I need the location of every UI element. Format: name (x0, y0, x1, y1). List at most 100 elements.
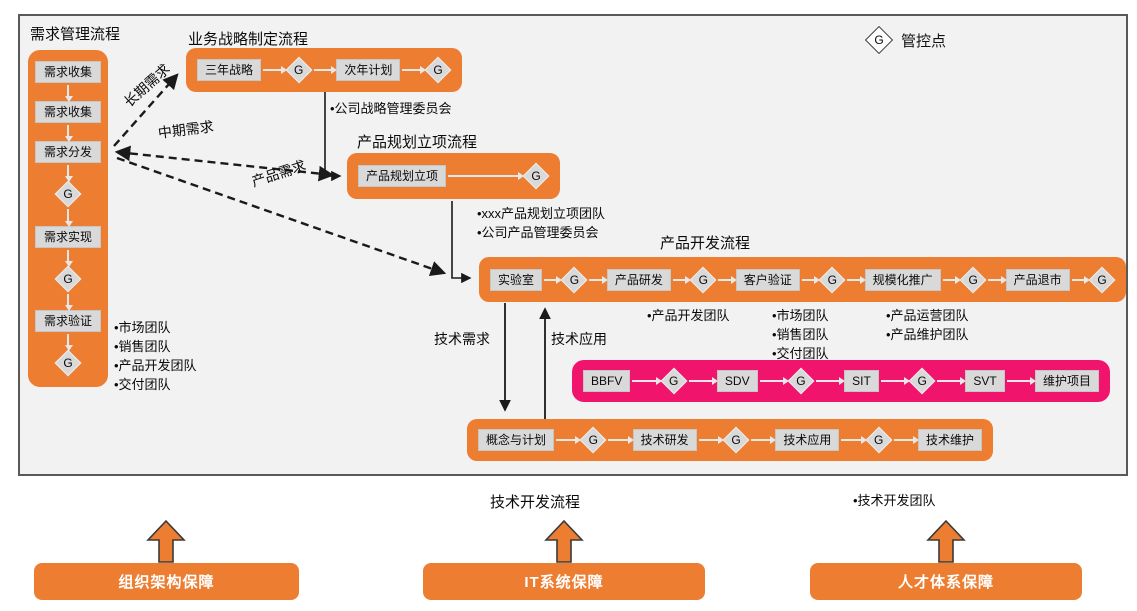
flow-arrow-icon (632, 377, 662, 385)
note-item: •产品维护团队 (886, 327, 969, 342)
market-notes: •市场团队 •销售团队 •交付团队 (772, 306, 829, 363)
gate-icon: G (689, 266, 717, 293)
process-step: 产品研发 (606, 268, 671, 291)
operations-notes: •产品运营团队 •产品维护团队 (886, 306, 969, 344)
process-step: 三年战略 (197, 59, 262, 81)
gate-legend-icon: G (864, 25, 894, 55)
flow-arrow-icon (672, 275, 692, 284)
gate-icon: G (908, 367, 936, 395)
gate-icon: G (561, 266, 588, 293)
process-step: 维护项目 (1035, 370, 1100, 392)
gate-icon: G (285, 56, 313, 84)
flow-arrow-icon (65, 125, 73, 143)
flow-arrow-icon (1006, 377, 1037, 385)
flow-arrow-icon (544, 275, 564, 284)
strategy-notes: •公司战略管理委员会 (330, 99, 452, 118)
legend-label: 管控点 (901, 32, 947, 50)
flow-arrow-icon (65, 333, 73, 352)
diagram-frame (18, 14, 1128, 476)
process-step: 需求实现 (35, 225, 101, 248)
note-item: •技术开发团队 (853, 493, 936, 508)
flow-arrow-icon (556, 436, 582, 444)
process-step: 需求分发 (35, 141, 101, 164)
up-arrow-icon (146, 520, 186, 563)
gate-icon: G (424, 56, 452, 84)
note-item: •市场团队 (772, 308, 829, 323)
note-item: •销售团队 (114, 339, 171, 354)
flow-arrow-icon (1071, 275, 1091, 284)
process-step: 产品退市 (1005, 268, 1070, 291)
flow-arrow-icon (65, 209, 73, 227)
product-dev-notes: •产品开发团队 (647, 306, 730, 325)
note-item: •xxx产品规划立项团队 (477, 206, 606, 221)
product-dev-process-title: 产品开发流程 (660, 235, 751, 252)
process-step: 技术研发 (632, 429, 697, 451)
flow-arrow-icon (65, 293, 73, 312)
flow-arrow-icon (759, 377, 790, 385)
note-item: •产品开发团队 (114, 358, 197, 373)
flow-arrow-icon (880, 377, 911, 385)
flow-arrow-icon (801, 275, 821, 284)
flow-arrow-icon (751, 436, 777, 444)
note-item: •产品运营团队 (886, 308, 969, 323)
flow-arrow-icon (698, 436, 725, 444)
flow-arrow-icon (313, 66, 337, 74)
flow-arrow-icon (847, 275, 867, 284)
tech-application-label: 技术应用 (551, 331, 607, 347)
flow-arrow-icon (815, 377, 846, 385)
gate-icon: G (522, 162, 550, 190)
process-step: 需求验证 (35, 309, 101, 332)
note-item: •公司产品管理委员会 (477, 225, 599, 240)
process-step: 技术应用 (775, 429, 840, 451)
process-step: SIT (844, 370, 879, 392)
gate-icon: G (865, 426, 893, 454)
gate-icon: G (660, 367, 688, 395)
flow-arrow-icon (65, 85, 73, 103)
tech-requirement-label: 技术需求 (434, 331, 490, 347)
flow-arrow-icon (937, 377, 967, 385)
gate-icon: G (818, 266, 846, 293)
process-step: SDV (716, 370, 758, 392)
process-step: 概念与计划 (478, 429, 555, 451)
gate-icon: G (54, 349, 82, 377)
flow-arrow-icon (893, 436, 920, 444)
process-step: 技术维护 (918, 429, 983, 451)
flow-arrow-icon (988, 275, 1008, 284)
strategy-process-lane: 三年战略 G 次年计划 G (186, 48, 462, 92)
flow-arrow-icon (589, 275, 609, 284)
requirements-notes: •市场团队•销售团队•产品开发团队•交付团队 (114, 318, 197, 394)
flow-arrow-icon (402, 66, 426, 74)
flow-arrow-icon (688, 377, 719, 385)
tech-dev-process-title: 技术开发流程 (490, 494, 581, 511)
planning-process-lane: 产品规划立项 G (347, 153, 560, 199)
note-item: •公司战略管理委员会 (330, 101, 452, 116)
note-item: •交付团队 (772, 346, 829, 361)
process-step: 次年计划 (336, 59, 401, 81)
gate-icon: G (959, 266, 987, 293)
process-step: SVT (965, 370, 1005, 392)
process-step: 规模化推广 (864, 268, 941, 291)
planning-process-title: 产品规划立项流程 (357, 134, 478, 151)
process-step: 产品规划立项 (358, 165, 447, 187)
gate-icon: G (722, 426, 750, 454)
flow-arrow-icon (608, 436, 635, 444)
gate-icon: G (54, 265, 82, 293)
flow-arrow-icon (718, 275, 738, 284)
flow-arrow-icon (448, 172, 524, 180)
note-item: •销售团队 (772, 327, 829, 342)
legend: G 管控点 (864, 25, 947, 55)
tech-team-notes: •技术开发团队 (853, 491, 936, 510)
requirements-process-title: 需求管理流程 (30, 26, 121, 43)
support-it-system: IT系统保障 (423, 563, 705, 600)
process-step: BBFV (583, 370, 631, 392)
up-arrow-icon (544, 520, 584, 563)
gate-icon: G (1088, 266, 1116, 293)
note-item: •产品开发团队 (647, 308, 730, 323)
process-step: 实验室 (490, 268, 543, 291)
process-step: 需求收集 (35, 61, 101, 83)
flow-arrow-icon (65, 249, 73, 267)
note-item: •市场团队 (114, 320, 171, 335)
